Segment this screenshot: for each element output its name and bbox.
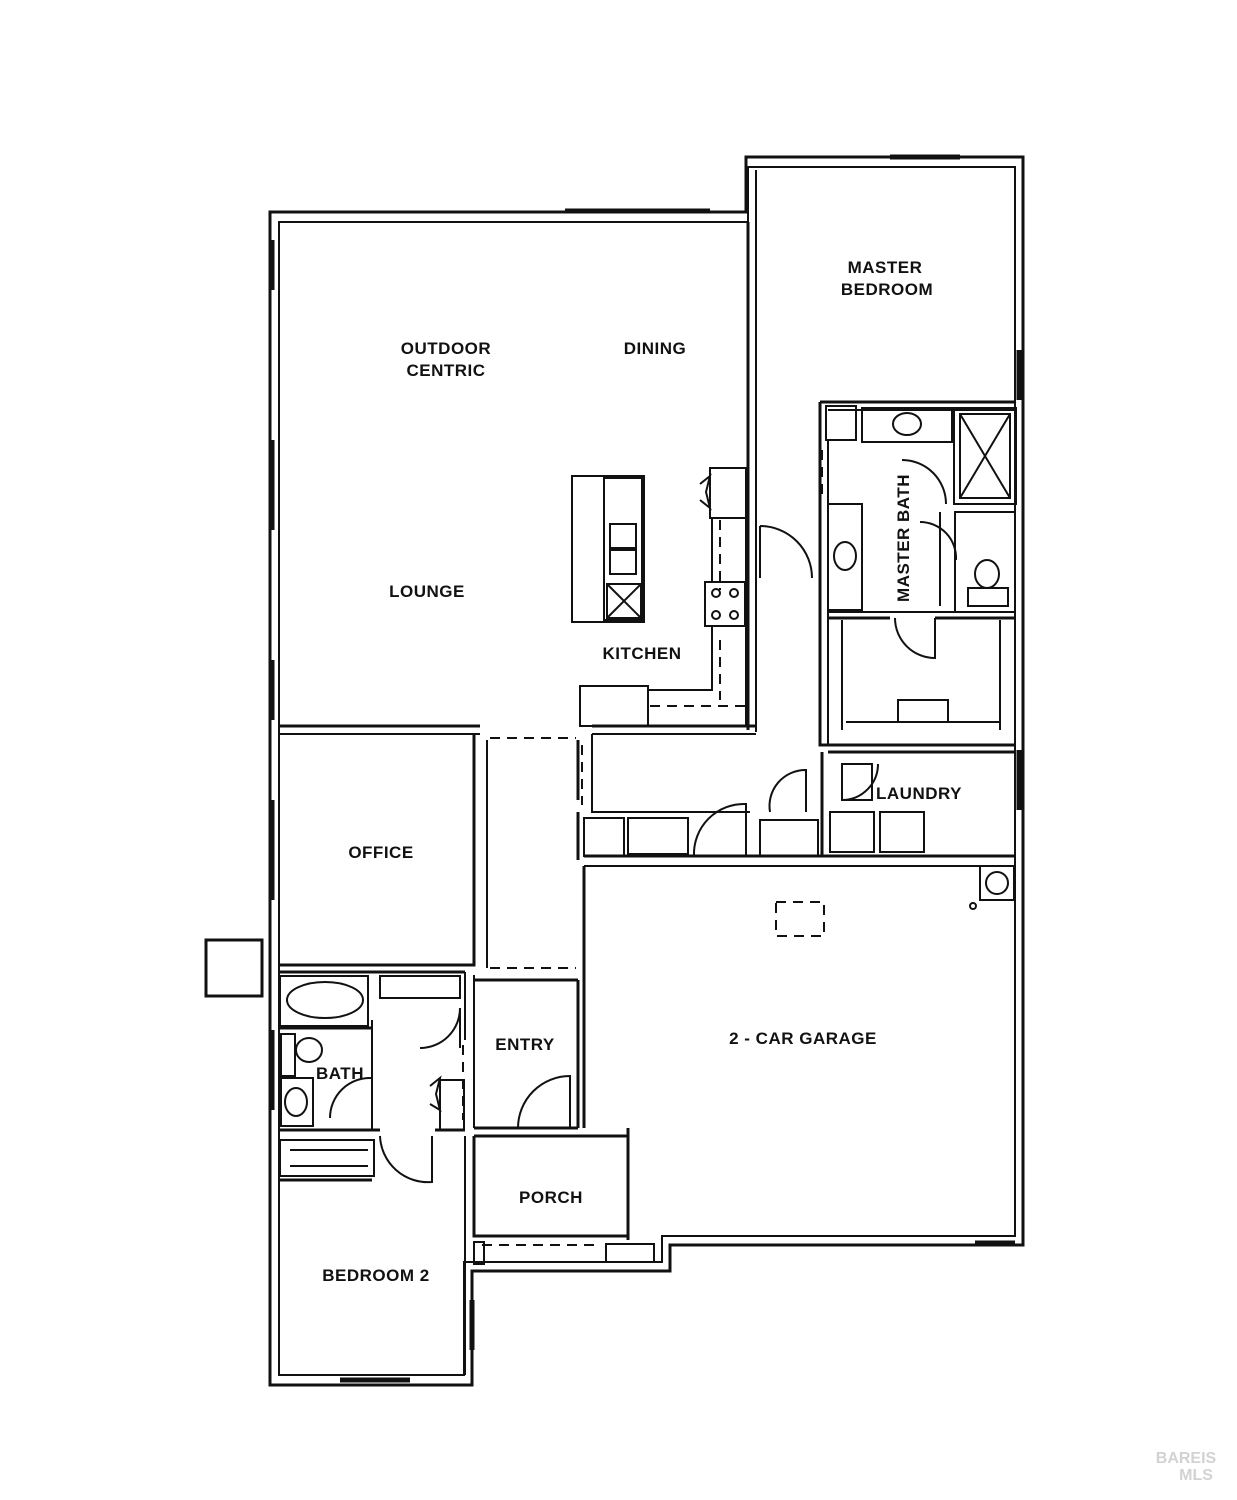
tub — [286, 981, 364, 1019]
water-heater — [969, 865, 1015, 910]
closet-shelf — [379, 975, 461, 999]
label-master-bedroom-1: MASTER — [848, 258, 923, 277]
interior-walls — [279, 170, 1015, 1375]
label-bath: BATH — [316, 1064, 364, 1083]
label-bedroom-2: BEDROOM 2 — [322, 1266, 429, 1285]
cooktop — [704, 581, 746, 627]
label-dining: DINING — [624, 339, 687, 358]
label-entry: ENTRY — [495, 1035, 555, 1054]
label-lounge: LOUNGE — [389, 582, 465, 601]
vanity — [827, 503, 863, 611]
label-master-bath: MASTER BATH — [894, 474, 913, 602]
washer — [829, 811, 875, 853]
label-outdoor-centric-1: OUTDOOR — [401, 339, 491, 358]
label-garage: 2 - CAR GARAGE — [729, 1029, 877, 1048]
watermark-line-2: MLS — [1179, 1467, 1213, 1484]
ac-pad — [204, 938, 264, 998]
windows — [269, 154, 1022, 1383]
mls-watermark: BAREIS MLS — [1156, 1450, 1217, 1484]
laundry-fixtures — [583, 763, 925, 857]
label-porch: PORCH — [519, 1188, 583, 1207]
label-office: OFFICE — [348, 843, 413, 862]
toilet — [974, 559, 1000, 589]
dryer — [879, 811, 925, 853]
bath-fixtures — [279, 975, 655, 1265]
label-laundry: LAUNDRY — [876, 784, 962, 803]
watermark-line-1: BAREIS — [1156, 1450, 1217, 1467]
shower — [953, 407, 1017, 505]
label-master-bedroom-2: BEDROOM — [841, 280, 933, 299]
master-bath-fixtures — [759, 405, 1017, 730]
kitchen-counter — [579, 467, 747, 727]
exterior-walls — [268, 155, 1025, 1387]
kitchen-island — [571, 475, 645, 623]
label-outdoor-centric-2: CENTRIC — [406, 361, 485, 380]
label-kitchen: KITCHEN — [602, 644, 681, 663]
room-labels: MASTER BEDROOM OUTDOOR CENTRIC DINING LO… — [316, 258, 962, 1285]
